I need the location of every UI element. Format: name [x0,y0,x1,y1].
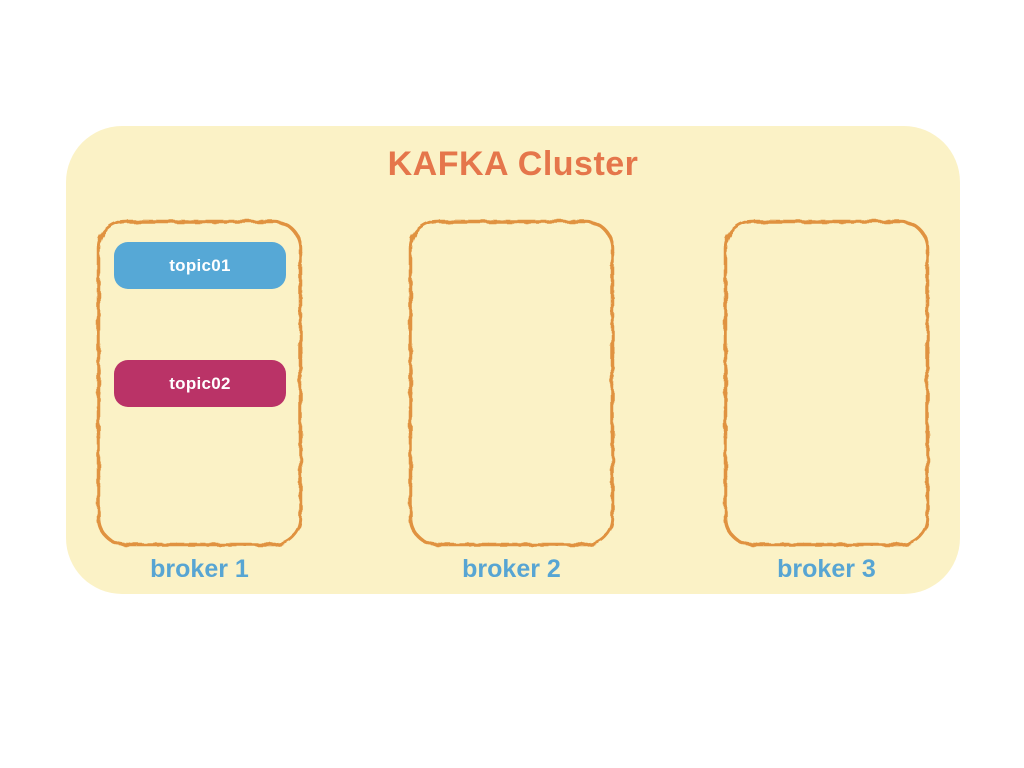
broker-box-2 [408,219,615,547]
broker-3-label: broker 3 [777,555,876,583]
topic02-badge: topic02 [114,360,286,407]
broker-box-2-hand-drawn-border [408,219,615,547]
kafka-cluster-container: KAFKA Cluster topic01 topic02 broker 1 b… [66,126,960,594]
broker-2-label: broker 2 [462,555,561,583]
broker-1-label: broker 1 [150,555,249,583]
broker-box-1-hand-drawn-border [96,219,303,547]
broker-box-3 [723,219,930,547]
broker-box-1: topic01 topic02 [96,219,303,547]
broker-box-3-hand-drawn-border [723,219,930,547]
cluster-title: KAFKA Cluster [387,145,639,183]
topic01-badge: topic01 [114,242,286,289]
